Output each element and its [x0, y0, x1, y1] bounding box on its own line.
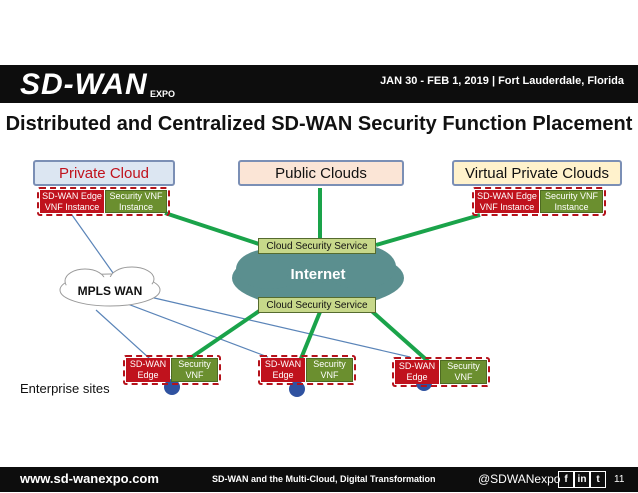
link-private-internet	[164, 211, 263, 247]
internet-label: Internet	[290, 265, 346, 283]
facebook-icon[interactable]: f	[558, 471, 574, 488]
private-vnf-group	[37, 187, 170, 216]
private-edge-vnf: SD-WAN Edge VNF Instance	[40, 190, 104, 213]
slide: SD-WAN EXPO JAN 30 - FEB 1, 2019 | Fort …	[0, 65, 638, 492]
site3-security: Security VNF	[440, 360, 487, 384]
enterprise-sites-label: Enterprise sites	[20, 381, 110, 396]
site1-edge: SD-WAN Edge	[126, 358, 170, 382]
link-vpc-internet	[375, 213, 481, 247]
site3-group	[392, 357, 490, 387]
header-bar: SD-WAN EXPO JAN 30 - FEB 1, 2019 | Fort …	[0, 65, 638, 103]
vpc-security-vnf: Security VNF Instance	[540, 190, 603, 213]
footer-handle: @SDWANexpo	[478, 472, 561, 486]
mpls-link-site2	[124, 302, 269, 358]
virtual-private-clouds-label: Virtual Private Clouds	[452, 160, 622, 186]
link-internet-site3	[363, 303, 432, 365]
mpls-cloud	[59, 266, 161, 307]
logo-expo-text: EXPO	[150, 89, 176, 99]
footer-bar: www.sd-wanexpo.com SD-WAN and the Multi-…	[0, 467, 638, 492]
linkedin-icon[interactable]: in	[574, 471, 590, 488]
site1-group	[123, 355, 221, 385]
site3-edge: SD-WAN Edge	[395, 360, 439, 384]
private-security-vnf: Security VNF Instance	[105, 190, 167, 213]
sdwan-logo: SD-WAN	[20, 68, 148, 101]
twitter-icon[interactable]: t	[590, 471, 606, 488]
site2-security: Security VNF	[306, 358, 353, 382]
cloud-security-service-bottom: Cloud Security Service	[258, 297, 376, 313]
internet-cloud	[232, 239, 404, 308]
site1-security: Security VNF	[171, 358, 218, 382]
mpls-link-private	[71, 214, 119, 281]
mpls-wan-label: MPLS WAN	[77, 284, 143, 298]
footer-tagline: SD-WAN and the Multi-Cloud, Digital Tran…	[212, 474, 436, 484]
event-date-location: JAN 30 - FEB 1, 2019 | Fort Lauderdale, …	[380, 75, 624, 87]
private-cloud-label: Private Cloud	[33, 160, 175, 186]
site2-router	[289, 381, 305, 397]
site2-group	[258, 355, 356, 385]
link-internet-site2	[298, 306, 324, 362]
mpls-link-site3	[149, 296, 411, 358]
page-number: 11	[614, 474, 625, 485]
site2-edge: SD-WAN Edge	[261, 358, 305, 382]
slide-title: Distributed and Centralized SD-WAN Secur…	[5, 113, 633, 135]
public-clouds-label: Public Clouds	[238, 160, 404, 186]
vpc-edge-vnf: SD-WAN Edge VNF Instance	[475, 190, 539, 213]
cloud-security-service-top: Cloud Security Service	[258, 238, 376, 254]
footer-url[interactable]: www.sd-wanexpo.com	[20, 471, 159, 486]
vpc-vnf-group	[472, 187, 606, 216]
